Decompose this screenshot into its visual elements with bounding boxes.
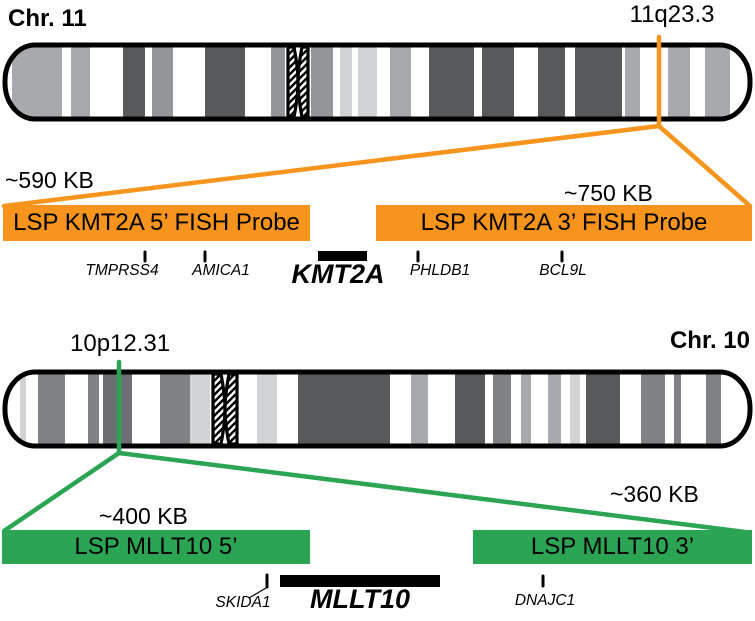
gene-label-tmprss4: TMPRSS4 bbox=[85, 262, 159, 279]
chr10-title: Chr. 10 bbox=[669, 327, 750, 354]
chr11-locus-label: 11q23.3 bbox=[629, 1, 715, 28]
mllt10-5p-size-label: ~400 KB bbox=[99, 503, 188, 529]
chr11-title: Chr. 11 bbox=[8, 5, 87, 32]
kmt2a-5p-size-label: ~590 KB bbox=[5, 167, 94, 193]
kmt2a-3p-probe-box: LSP KMT2A 3’ FISH Probe bbox=[376, 205, 752, 241]
chr10-locus-label: 10p12.31 bbox=[70, 330, 171, 357]
gene-label-kmt2a: KMT2A bbox=[291, 259, 385, 289]
mllt10-5p-probe-box: LSP MLLT10 5’ bbox=[2, 530, 310, 564]
mllt10-3p-size-label: ~360 KB bbox=[610, 481, 699, 507]
mllt10-3p-probe-box: LSP MLLT10 3’ bbox=[473, 530, 752, 564]
gene-label-phldb1: PHLDB1 bbox=[409, 262, 471, 279]
gene-label-skida1: SKIDA1 bbox=[215, 594, 271, 611]
kmt2a-5p-probe-box: LSP KMT2A 5’ FISH Probe bbox=[3, 205, 310, 241]
gene-label-amica1: AMICA1 bbox=[192, 262, 250, 279]
gene-label-bcl9l: BCL9L bbox=[539, 262, 587, 279]
kmt2a-3p-size-label: ~750 KB bbox=[564, 180, 653, 206]
gene-label-mllt10: MLLT10 bbox=[310, 584, 410, 614]
gene-label-dnajc1: DNAJC1 bbox=[514, 592, 576, 609]
